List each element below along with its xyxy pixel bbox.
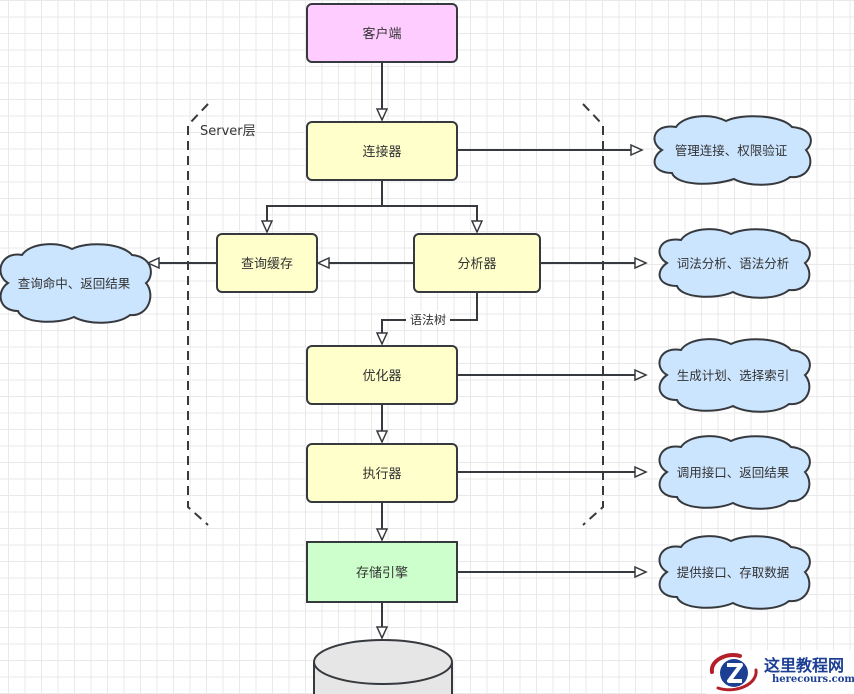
edge-connector-analyzer: [382, 205, 477, 232]
cloud-label: 调用接口、返回结果: [677, 465, 790, 480]
node-executor-label: 执行器: [362, 467, 401, 482]
cloud-shape: [658, 228, 811, 299]
node-optimizer[interactable]: 优化器: [306, 345, 458, 405]
cloud-label: 词法分析、语法分析: [677, 256, 790, 271]
node-optimizer-label: 优化器: [362, 369, 401, 384]
cloud-shape: [0, 243, 152, 324]
cloud-label: 提供接口、存取数据: [677, 565, 790, 580]
edge-connector-querycache: [267, 180, 383, 232]
database-cylinder-icon[interactable]: [313, 639, 453, 694]
right-bracket: [582, 103, 604, 526]
cloud-executor-note[interactable]: 调用接口、返回结果: [658, 435, 811, 510]
cloud-connector-note[interactable]: 管理连接、权限验证: [653, 115, 812, 186]
watermark-title: 这里教程网: [764, 656, 845, 675]
node-query-cache[interactable]: 查询缓存: [216, 233, 318, 293]
node-storage-engine[interactable]: 存储引擎: [306, 541, 458, 603]
node-client-label: 客户端: [362, 26, 401, 42]
node-executor[interactable]: 执行器: [306, 443, 458, 503]
cloud-label: 生成计划、选择索引: [677, 368, 790, 383]
edge-label-syntax-tree: 语法树: [410, 312, 446, 327]
left-bracket: [187, 103, 209, 526]
cloud-storage-note[interactable]: 提供接口、存取数据: [658, 535, 811, 610]
watermark-z-icon: [709, 653, 758, 692]
cloud-optimizer-note[interactable]: 生成计划、选择索引: [658, 338, 811, 413]
watermark-subtitle: herecours.com: [772, 674, 854, 685]
node-analyzer[interactable]: 分析器: [413, 233, 541, 293]
node-client[interactable]: 客户端: [306, 3, 458, 63]
cloud-shape: [653, 115, 812, 186]
cloud-shape: [658, 338, 811, 413]
node-connector-label: 连接器: [362, 144, 401, 160]
cloud-cache-note[interactable]: 查询命中、返回结果: [0, 243, 152, 324]
node-query-cache-label: 查询缓存: [241, 257, 293, 272]
edges: [148, 62, 646, 638]
cloud-shape: [658, 435, 811, 510]
edge-label-syntax-tree-group: 语法树: [406, 311, 450, 327]
cloud-shape: [658, 535, 811, 610]
node-storage-engine-label: 存储引擎: [356, 566, 408, 581]
node-connector[interactable]: 连接器: [306, 121, 458, 181]
cloud-label: 管理连接、权限验证: [675, 143, 788, 158]
server-layer-label: Server层: [200, 124, 256, 139]
server-layer-group: Server层: [187, 103, 604, 526]
cloud-label: 查询命中、返回结果: [18, 276, 131, 291]
watermark-logo: 这里教程网 herecours.com: [706, 650, 854, 694]
edge-label-bg: [406, 311, 450, 327]
node-analyzer-label: 分析器: [457, 257, 496, 272]
cloud-analyzer-note[interactable]: 词法分析、语法分析: [658, 228, 811, 299]
